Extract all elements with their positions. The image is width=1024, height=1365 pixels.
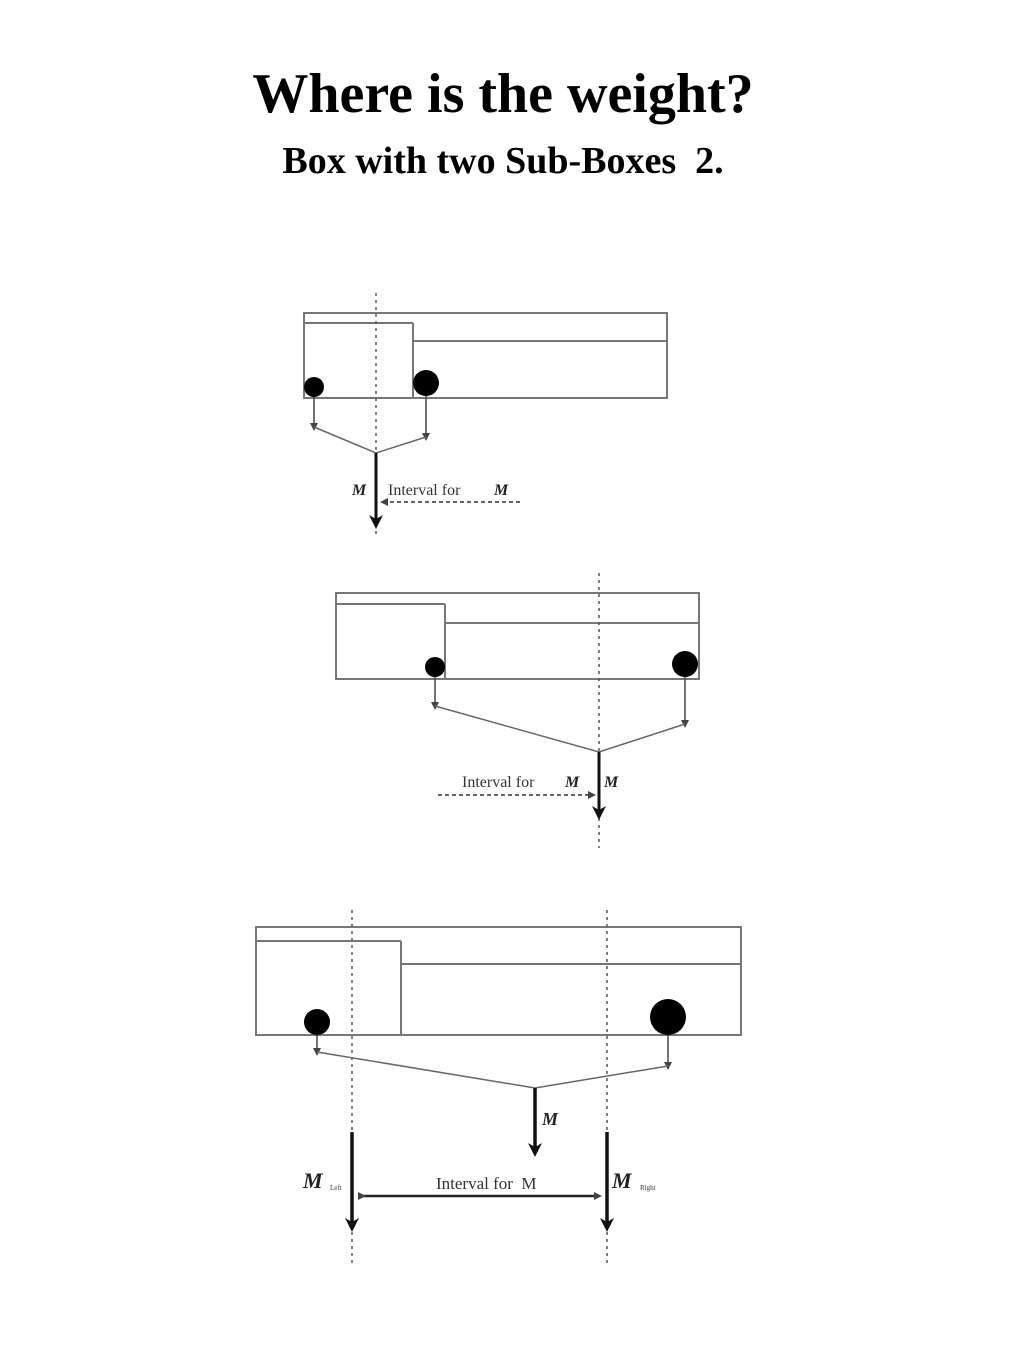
- outer-box: [335, 592, 700, 680]
- interval-mass-label: M: [493, 482, 509, 499]
- interval-label: Interval for: [462, 774, 535, 791]
- left-mass-subscript: Left: [330, 1184, 342, 1192]
- left-weight-ball: [304, 377, 324, 397]
- center-mass-label: M: [541, 1109, 559, 1129]
- diagram-3: M M Left M Right Interval for M: [255, 910, 742, 1265]
- right-mass-subscript: Right: [640, 1184, 656, 1192]
- right-mass-label: M: [611, 1168, 633, 1193]
- mass-label: M: [351, 482, 367, 499]
- diagram-2: Interval for M M: [335, 573, 700, 848]
- diagram-1: M Interval for M: [303, 293, 668, 538]
- outer-box: [303, 312, 668, 399]
- left-weight-ball: [304, 1009, 330, 1035]
- combine-lines: [316, 1051, 669, 1089]
- interval-label: Interval for: [388, 482, 461, 499]
- left-weight-ball: [425, 657, 445, 677]
- combine-lines: [313, 426, 427, 454]
- combine-lines: [434, 705, 686, 753]
- interval-mass-label: M: [564, 774, 580, 791]
- left-mass-label: M: [302, 1168, 324, 1193]
- interval-label: Interval for M: [436, 1174, 537, 1193]
- right-weight-ball: [650, 999, 686, 1035]
- page-title: Where is the weight?: [252, 63, 754, 125]
- mass-label: M: [603, 774, 619, 791]
- right-weight-ball: [672, 651, 698, 677]
- page-subtitle: Box with two Sub-Boxes 2.: [282, 140, 724, 182]
- right-weight-ball: [413, 370, 439, 396]
- outer-box: [255, 926, 742, 1036]
